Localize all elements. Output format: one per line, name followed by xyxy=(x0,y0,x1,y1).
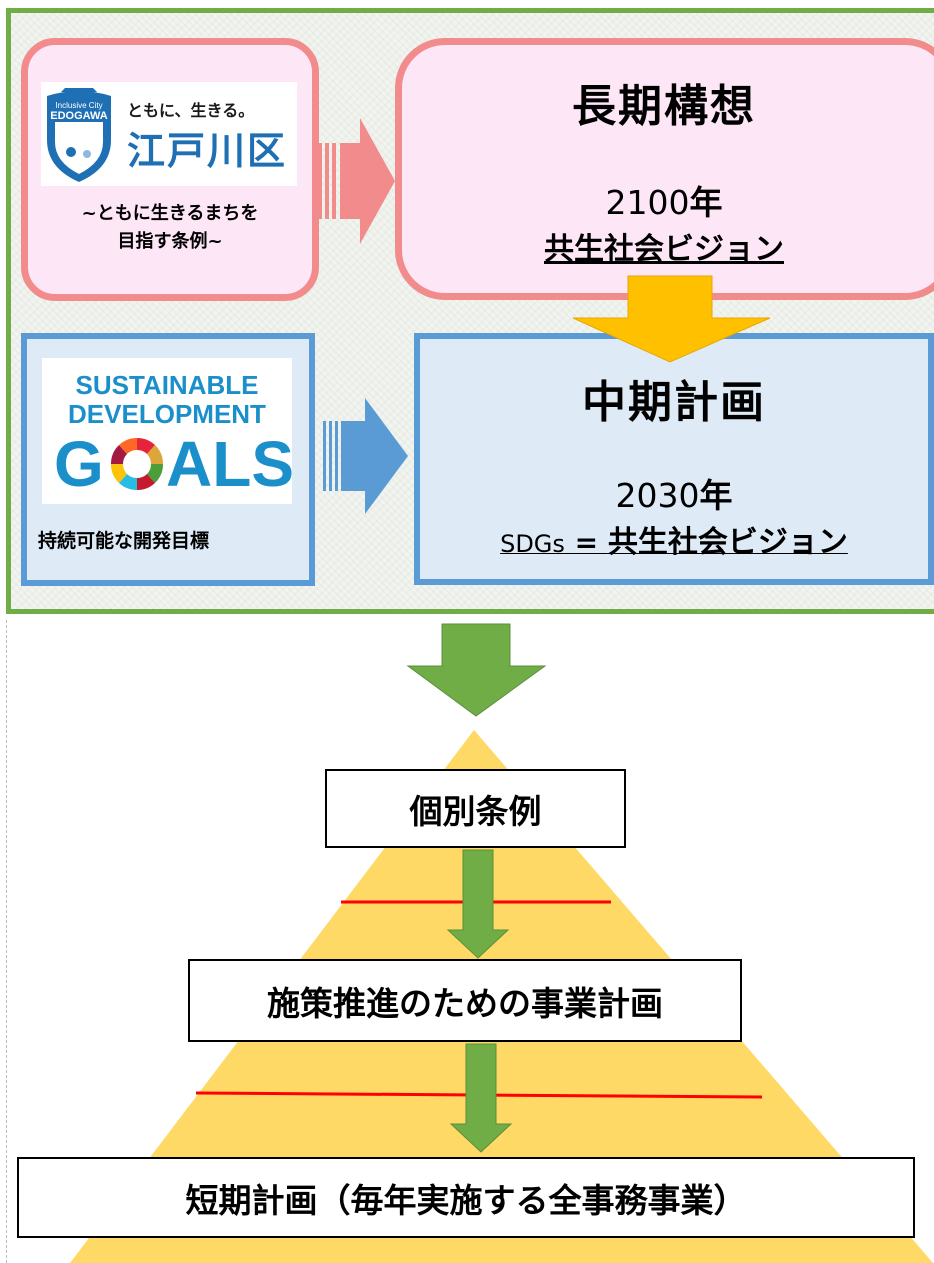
sdgs-logo-line2: DEVELOPMENT xyxy=(68,399,266,429)
long-term-year-unit: 年 xyxy=(689,183,723,222)
ordinance-caption-line2: 目指す条例~ xyxy=(117,231,223,252)
logo-tagline: Inclusive City xyxy=(55,101,102,110)
green-down-arrow-icon xyxy=(406,623,547,717)
edogawa-logo: Inclusive City EDOGAWA ともに、生きる。 江戸川区 xyxy=(41,82,297,186)
mid-term-vision-eq: = xyxy=(564,526,608,559)
orange-down-arrow-icon xyxy=(572,275,771,363)
logo-slogan: ともに、生きる。 xyxy=(127,101,254,120)
mid-term-year: 2030年 xyxy=(414,469,934,517)
small-down-arrow-2-icon xyxy=(449,1043,513,1153)
mid-term-vision-text: 共生社会ビジョン xyxy=(607,525,848,560)
sdgs-caption: 持続可能な開発目標 xyxy=(38,530,210,552)
sdgs-wheel-icon xyxy=(110,437,164,491)
sdgs-logo-als: ALS xyxy=(166,428,292,500)
mid-term-box xyxy=(414,333,934,585)
sdgs-logo: SUSTAINABLE DEVELOPMENT G ALS xyxy=(42,358,294,504)
ordinance-caption-line1: ~ともに生きるまちを xyxy=(81,203,259,224)
pink-right-arrow-icon xyxy=(318,118,395,244)
pyramid-level-2: 施策推進のための事業計画 xyxy=(188,959,742,1042)
mid-term-vision: SDGs = 共生社会ビジョン xyxy=(414,517,934,561)
logo-ward-name: 江戸川区 xyxy=(127,129,287,173)
mid-term-vision-prefix: SDGs xyxy=(500,530,565,558)
long-term-year-number: 2100 xyxy=(605,183,690,222)
long-term-vision: 共生社会ビジョン xyxy=(544,232,784,267)
pyramid-level-3: 短期計画（毎年実施する全事務事業） xyxy=(17,1157,915,1238)
mid-term-year-number: 2030 xyxy=(615,476,700,515)
small-down-arrow-1-icon xyxy=(446,849,510,959)
pyramid-level-1: 個別条例 xyxy=(325,769,626,848)
ordinance-caption: ~ともに生きるまちを 目指す条例~ xyxy=(28,200,312,256)
mid-term-title: 中期計画 xyxy=(582,377,766,428)
blue-right-arrow-icon xyxy=(323,398,408,514)
long-term-title: 長期構想 xyxy=(572,81,756,132)
sdgs-logo-icon: SUSTAINABLE DEVELOPMENT G ALS xyxy=(54,370,294,500)
mid-term-year-unit: 年 xyxy=(699,476,733,515)
logo-city-roman: EDOGAWA xyxy=(50,110,108,122)
edogawa-emblem-icon: Inclusive City EDOGAWA ともに、生きる。 江戸川区 xyxy=(47,88,287,182)
sdgs-logo-g: G xyxy=(54,428,104,500)
long-term-year: 2100年 xyxy=(395,176,933,224)
page-margin-line xyxy=(6,620,7,1263)
sdgs-logo-line1: SUSTAINABLE xyxy=(76,370,259,400)
